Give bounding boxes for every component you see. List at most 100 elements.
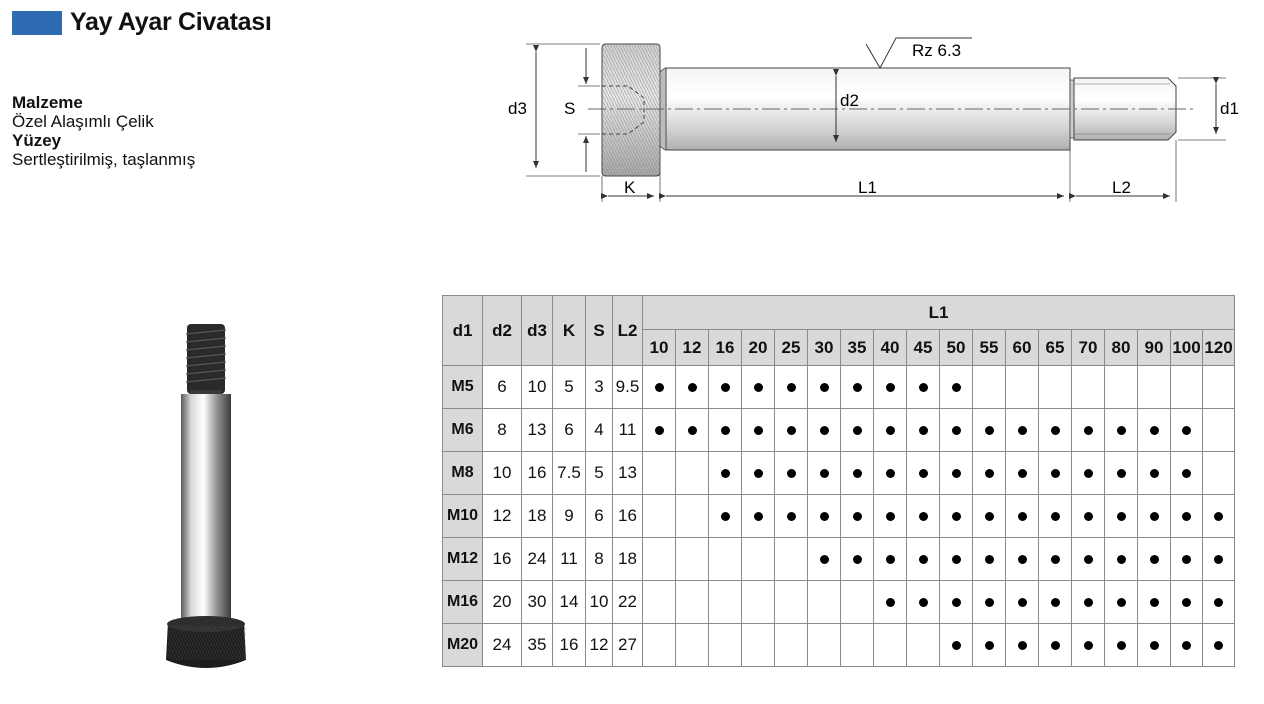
availability-cell: [774, 580, 808, 624]
cell-l2: 22: [612, 580, 643, 624]
availability-cell: [1137, 494, 1171, 538]
availability-cell: [774, 408, 808, 452]
available-dot-icon: [1116, 555, 1126, 564]
available-dot-icon: [1182, 598, 1191, 607]
availability-cell: [972, 408, 1006, 452]
availability-cell: [1005, 537, 1039, 581]
availability-cell: [1170, 537, 1203, 581]
available-dot-icon: [918, 383, 928, 392]
col-header-d3: d3: [521, 295, 553, 366]
l1-col-header: 40: [873, 329, 907, 366]
row-header-d1: M16: [442, 580, 483, 624]
availability-cell: [774, 537, 808, 581]
availability-cell: [642, 451, 676, 495]
availability-cell: [1005, 365, 1039, 409]
availability-cell: [807, 451, 841, 495]
cell-k: 7.5: [552, 451, 586, 495]
availability-cell: [708, 537, 742, 581]
availability-cell: [1104, 494, 1138, 538]
availability-cell: [642, 365, 676, 409]
available-dot-icon: [786, 469, 796, 478]
available-dot-icon: [1182, 641, 1191, 650]
available-dot-icon: [753, 426, 763, 435]
availability-cell: [906, 365, 940, 409]
cell-d2: 10: [482, 451, 522, 495]
available-dot-icon: [918, 469, 928, 478]
availability-cell: [642, 408, 676, 452]
available-dot-icon: [951, 383, 961, 392]
cell-s: 8: [585, 537, 613, 581]
s-label: S: [564, 99, 575, 118]
availability-cell: [708, 494, 742, 538]
available-dot-icon: [885, 598, 895, 607]
availability-cell: [972, 451, 1006, 495]
available-dot-icon: [1116, 512, 1126, 521]
available-dot-icon: [1214, 555, 1223, 564]
l1-col-header: 10: [642, 329, 676, 366]
cell-k: 11: [552, 537, 586, 581]
col-header-s: S: [585, 295, 613, 366]
availability-cell: [873, 365, 907, 409]
available-dot-icon: [1182, 469, 1191, 478]
available-dot-icon: [1083, 598, 1093, 607]
available-dot-icon: [1149, 555, 1159, 564]
available-dot-icon: [1182, 555, 1191, 564]
availability-cell: [741, 408, 775, 452]
l1-col-header: 30: [807, 329, 841, 366]
l1-col-header: 12: [675, 329, 709, 366]
available-dot-icon: [918, 426, 928, 435]
availability-cell: [741, 494, 775, 538]
availability-cell: [939, 451, 973, 495]
available-dot-icon: [1182, 426, 1191, 435]
cell-l2: 16: [612, 494, 643, 538]
availability-cell: [906, 580, 940, 624]
available-dot-icon: [984, 555, 994, 564]
availability-cell: [1202, 580, 1235, 624]
l1-col-header: 50: [939, 329, 973, 366]
available-dot-icon: [852, 426, 862, 435]
available-dot-icon: [951, 469, 961, 478]
cell-s: 4: [585, 408, 613, 452]
availability-cell: [873, 408, 907, 452]
l1-col-header: 45: [906, 329, 940, 366]
availability-cell: [1202, 494, 1235, 538]
availability-cell: [972, 623, 1006, 667]
availability-cell: [1202, 623, 1235, 667]
available-dot-icon: [885, 426, 895, 435]
l1-label: L1: [858, 178, 877, 197]
available-dot-icon: [1116, 598, 1126, 607]
d1-label: d1: [1220, 99, 1239, 118]
availability-cell: [1170, 451, 1203, 495]
available-dot-icon: [1214, 598, 1223, 607]
availability-cell: [1202, 408, 1235, 452]
cell-d3: 10: [521, 365, 553, 409]
available-dot-icon: [918, 598, 928, 607]
available-dot-icon: [786, 512, 796, 521]
availability-cell: [873, 537, 907, 581]
availability-cell: [1005, 623, 1039, 667]
cell-d3: 16: [521, 451, 553, 495]
availability-cell: [741, 365, 775, 409]
l1-col-header: 35: [840, 329, 874, 366]
availability-cell: [741, 537, 775, 581]
availability-cell: [1071, 580, 1105, 624]
availability-cell: [1104, 580, 1138, 624]
availability-cell: [675, 580, 709, 624]
availability-cell: [906, 623, 940, 667]
available-dot-icon: [654, 383, 664, 392]
available-dot-icon: [951, 641, 961, 650]
availability-cell: [1005, 451, 1039, 495]
cell-d2: 12: [482, 494, 522, 538]
availability-cell: [972, 580, 1006, 624]
availability-cell: [642, 494, 676, 538]
available-dot-icon: [720, 469, 730, 478]
col-header-k: K: [552, 295, 586, 366]
k-label: K: [624, 178, 636, 197]
available-dot-icon: [1017, 598, 1027, 607]
availability-cell: [1104, 537, 1138, 581]
cell-d2: 8: [482, 408, 522, 452]
available-dot-icon: [984, 598, 994, 607]
cell-d2: 24: [482, 623, 522, 667]
